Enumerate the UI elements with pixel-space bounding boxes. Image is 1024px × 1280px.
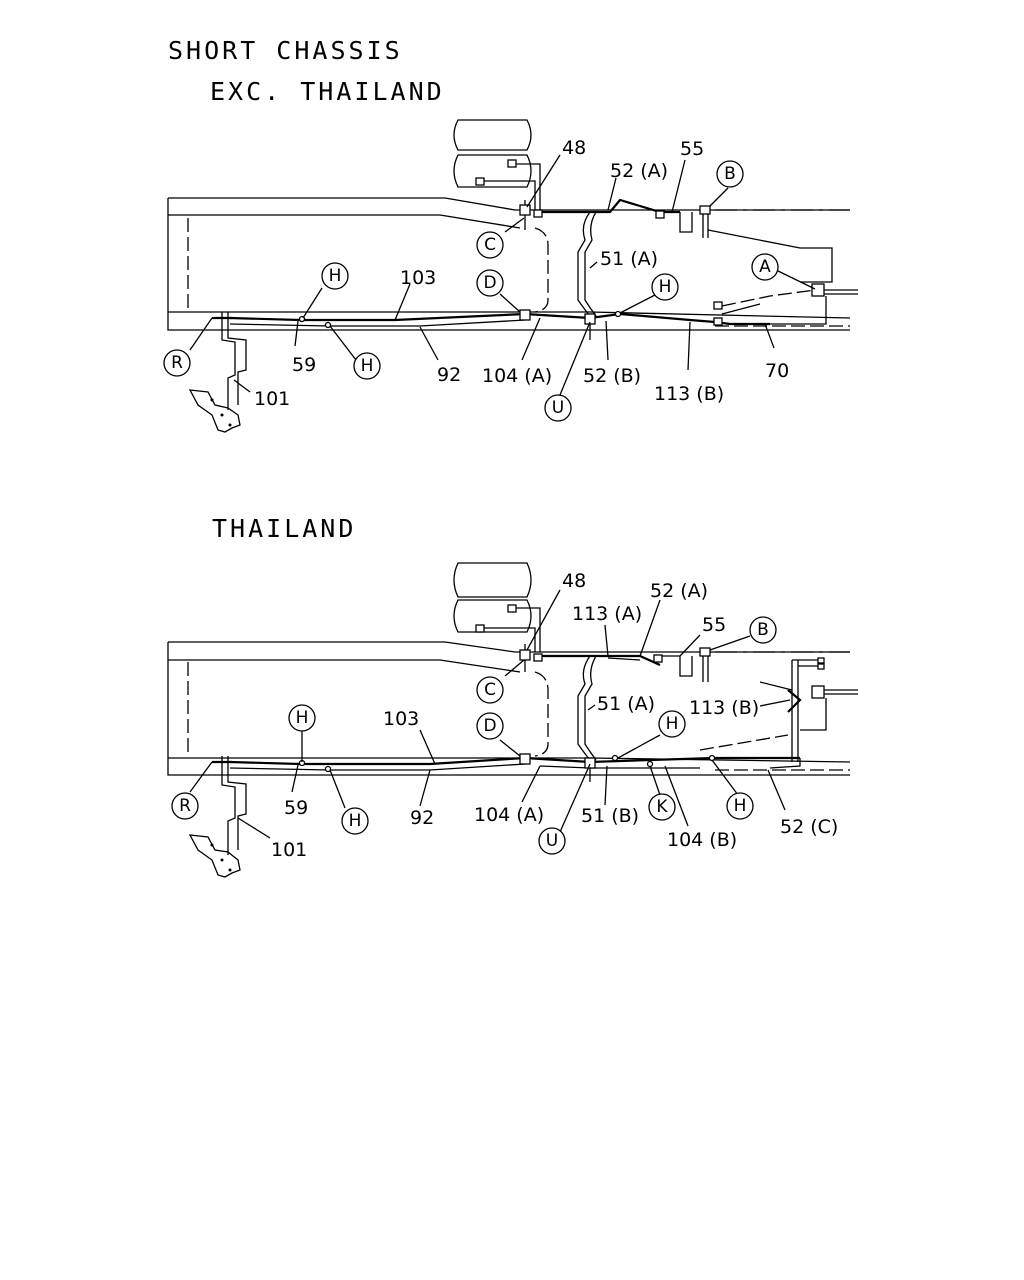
marker-h: H bbox=[726, 792, 754, 820]
part-label-51b: 51 (B) bbox=[581, 805, 639, 827]
marker-d: D bbox=[476, 712, 504, 740]
svg-text:C: C bbox=[484, 235, 496, 255]
part-label-59: 59 bbox=[284, 797, 308, 819]
svg-text:C: C bbox=[484, 680, 496, 700]
part-label-103: 103 bbox=[383, 708, 419, 730]
part-label-51a: 51 (A) bbox=[597, 693, 655, 715]
bracket bbox=[188, 756, 247, 878]
marker-c: C bbox=[476, 676, 504, 704]
marker-a: A bbox=[751, 253, 779, 281]
brake-piping-diagram-exc-thailand: C B A D H H H R U 48 55 52 (A) 51 (A) 10… bbox=[163, 119, 858, 433]
marker-h: H bbox=[658, 710, 686, 738]
svg-text:A: A bbox=[759, 257, 771, 277]
svg-text:R: R bbox=[171, 353, 183, 373]
heading-exc-thailand: EXC. THAILAND bbox=[210, 77, 445, 106]
marker-b: B bbox=[716, 160, 744, 188]
brake-pipes bbox=[229, 644, 858, 782]
svg-text:H: H bbox=[666, 714, 679, 734]
marker-b: B bbox=[749, 616, 777, 644]
heading-thailand: THAILAND bbox=[212, 514, 357, 543]
marker-c: C bbox=[476, 231, 504, 259]
svg-text:H: H bbox=[659, 277, 672, 297]
heading-short-chassis: SHORT CHASSIS bbox=[168, 36, 403, 65]
svg-text:R: R bbox=[179, 796, 191, 816]
marker-h: H bbox=[321, 262, 349, 290]
part-label-48: 48 bbox=[562, 137, 586, 159]
part-label-52a: 52 (A) bbox=[650, 580, 708, 602]
svg-text:H: H bbox=[329, 266, 342, 286]
part-label-104a: 104 (A) bbox=[474, 804, 544, 826]
marker-u: U bbox=[544, 394, 572, 422]
svg-text:D: D bbox=[483, 273, 496, 293]
part-label-113b: 113 (B) bbox=[654, 383, 724, 405]
part-label-103: 103 bbox=[400, 267, 436, 289]
part-label-104b: 104 (B) bbox=[667, 829, 737, 851]
chassis-frame bbox=[167, 197, 851, 331]
svg-text:H: H bbox=[361, 356, 374, 376]
part-label-55: 55 bbox=[702, 614, 726, 636]
part-label-55: 55 bbox=[680, 138, 704, 160]
part-label-52c: 52 (C) bbox=[780, 816, 838, 838]
svg-text:H: H bbox=[734, 796, 747, 816]
part-label-59: 59 bbox=[292, 354, 316, 376]
leader-lines bbox=[189, 589, 791, 839]
svg-text:B: B bbox=[724, 164, 736, 184]
svg-text:H: H bbox=[296, 708, 309, 728]
svg-text:U: U bbox=[546, 831, 558, 851]
pipe-fittings bbox=[298, 204, 825, 329]
circle-markers: C B A D H H H R U bbox=[163, 160, 779, 422]
air-tanks bbox=[453, 562, 541, 652]
part-label-52b: 52 (B) bbox=[583, 365, 641, 387]
marker-h: H bbox=[341, 807, 369, 835]
marker-u: U bbox=[538, 827, 566, 855]
part-label-70: 70 bbox=[765, 360, 789, 382]
part-number-labels: 48 52 (A) 113 (A) 55 51 (A) 113 (B) 103 … bbox=[271, 570, 838, 861]
air-tanks bbox=[453, 119, 541, 212]
svg-text:U: U bbox=[552, 398, 564, 418]
circle-markers: C B D H H H H K R U bbox=[171, 616, 777, 855]
bracket bbox=[188, 312, 247, 433]
svg-text:D: D bbox=[483, 716, 496, 736]
part-label-104a: 104 (A) bbox=[482, 365, 552, 387]
part-label-101: 101 bbox=[254, 388, 290, 410]
leader-lines bbox=[189, 154, 816, 396]
part-number-labels: 48 55 52 (A) 51 (A) 103 59 92 104 (A) 52… bbox=[254, 137, 789, 410]
part-label-52a: 52 (A) bbox=[610, 160, 668, 182]
marker-h: H bbox=[651, 273, 679, 301]
marker-d: D bbox=[476, 269, 504, 297]
part-label-92: 92 bbox=[437, 364, 461, 386]
svg-text:H: H bbox=[349, 811, 362, 831]
part-label-48: 48 bbox=[562, 570, 586, 592]
marker-k: K bbox=[648, 793, 676, 821]
part-label-92: 92 bbox=[410, 807, 434, 829]
brake-piping-diagram-thailand: C B D H H H H K R U 48 52 (A) 113 (A) 55… bbox=[167, 562, 858, 878]
part-label-101: 101 bbox=[271, 839, 307, 861]
marker-h: H bbox=[288, 704, 316, 732]
svg-text:K: K bbox=[656, 797, 668, 817]
part-label-51a: 51 (A) bbox=[600, 248, 658, 270]
part-label-113a: 113 (A) bbox=[572, 603, 642, 625]
part-label-113b: 113 (B) bbox=[689, 697, 759, 719]
marker-h: H bbox=[353, 352, 381, 380]
marker-r: R bbox=[163, 349, 191, 377]
marker-r: R bbox=[171, 792, 199, 820]
svg-text:B: B bbox=[757, 620, 769, 640]
